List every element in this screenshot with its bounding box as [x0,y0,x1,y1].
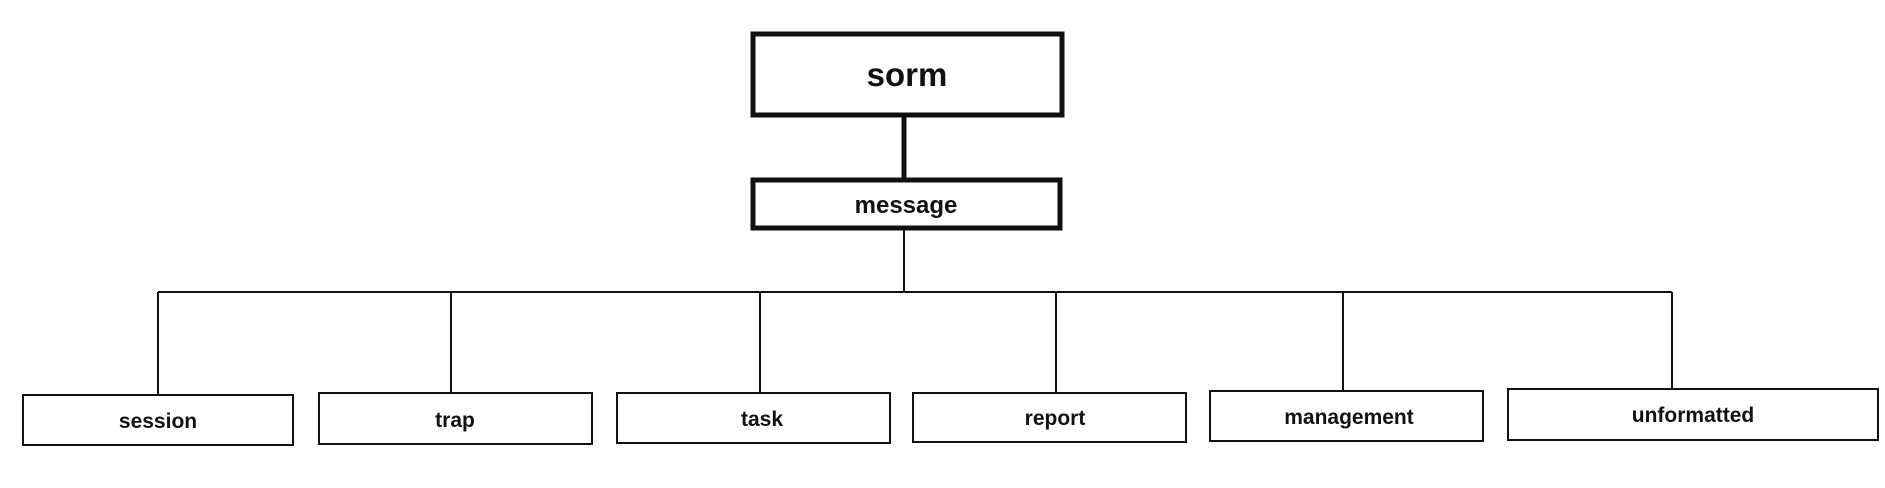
node-management-label: management [1284,406,1414,429]
node-management-box [1209,390,1484,442]
node-trap-box [318,392,593,445]
node-report: report [912,392,1187,443]
node-unformatted-box [1507,388,1879,441]
node-root-label: sorm [867,56,948,93]
node-unformatted-label: unformatted [1632,404,1755,427]
node-session-label: session [119,410,197,433]
node-root: sorm [750,31,1065,118]
connectors [157,115,1673,395]
node-session-box [22,394,294,446]
node-report-label: report [1025,407,1086,430]
node-message-box [750,177,1063,231]
node-trap-label: trap [435,409,475,432]
node-root-box [750,31,1065,118]
node-session: session [22,394,294,446]
node-report-box [912,392,1187,443]
node-task: task [616,392,891,444]
node-trap: trap [318,392,593,445]
node-message-label: message [855,192,958,219]
node-management: management [1209,390,1484,442]
node-task-box [616,392,891,444]
node-message: message [750,177,1063,231]
node-task-label: task [741,408,783,431]
node-unformatted: unformatted [1507,388,1879,441]
